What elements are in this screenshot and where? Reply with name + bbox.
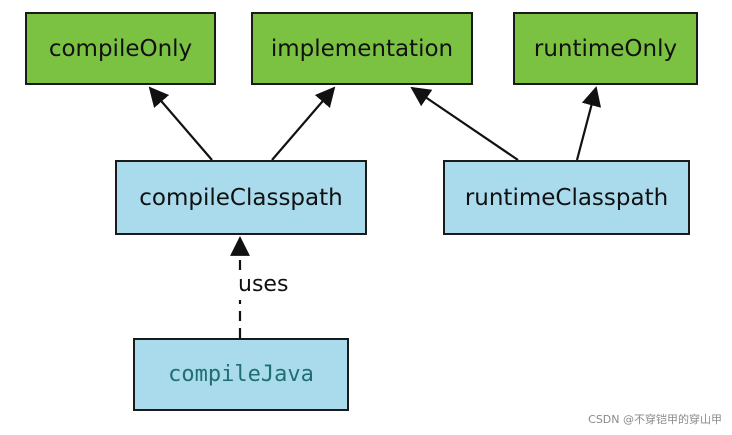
node-runtimeonly-label: runtimeOnly	[533, 35, 678, 62]
node-compileclasspath: compileClasspath	[115, 160, 367, 235]
node-implementation-label: implementation	[270, 35, 454, 62]
watermark: CSDN @不穿铠甲的穿山甲	[588, 413, 722, 426]
edge-label-uses: uses	[236, 270, 291, 300]
node-compileonly: compileOnly	[25, 12, 216, 85]
node-runtimeonly: runtimeOnly	[513, 12, 698, 85]
node-compileclasspath-label: compileClasspath	[139, 184, 343, 211]
edge-runtimeclasspath-to-runtimeonly	[575, 86, 602, 161]
node-compilejava-label: compileJava	[168, 362, 314, 387]
node-implementation: implementation	[251, 12, 473, 85]
node-runtimeclasspath-label: runtimeClasspath	[464, 184, 669, 211]
edge-compileclasspath-to-compileonly	[148, 86, 213, 161]
node-compilejava: compileJava	[133, 338, 349, 411]
edge-compileclasspath-to-implementation	[271, 86, 336, 161]
node-compileonly-label: compileOnly	[48, 35, 193, 62]
edge-runtimeclasspath-to-implementation	[410, 86, 519, 161]
node-runtimeclasspath: runtimeClasspath	[443, 160, 690, 235]
